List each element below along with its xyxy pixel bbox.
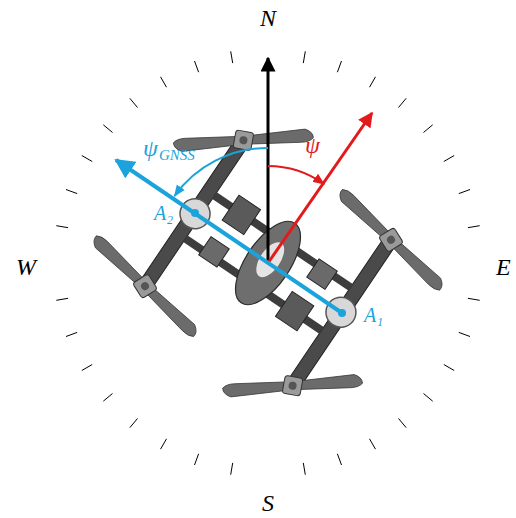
compass-tick bbox=[103, 394, 112, 402]
compass-tick bbox=[56, 226, 68, 228]
compass-tick bbox=[130, 419, 138, 428]
compass-tick bbox=[303, 51, 305, 63]
compass-tick bbox=[161, 439, 167, 449]
compass-tick bbox=[444, 156, 454, 162]
north-arrow bbox=[267, 58, 270, 263]
compass-tick bbox=[231, 463, 233, 475]
compass-ticks bbox=[56, 51, 479, 474]
gnss-baseline-arrow bbox=[116, 160, 342, 313]
heading-angle-arc bbox=[268, 166, 324, 184]
compass-tick bbox=[231, 51, 233, 63]
compass-tick bbox=[337, 454, 341, 465]
compass-east: E bbox=[496, 255, 511, 279]
compass-tick bbox=[444, 365, 454, 371]
drone bbox=[57, 59, 479, 468]
compass-south: S bbox=[262, 491, 274, 515]
antenna-label: A₁ bbox=[364, 305, 383, 325]
compass-tick bbox=[459, 332, 470, 336]
compass-tick bbox=[399, 419, 407, 428]
antenna-label: A₂ bbox=[154, 203, 173, 223]
compass-tick bbox=[424, 125, 433, 133]
compass-tick bbox=[130, 98, 138, 107]
compass-west: W bbox=[16, 255, 36, 279]
compass-tick bbox=[161, 77, 167, 87]
compass-tick bbox=[337, 61, 341, 72]
compass-tick bbox=[459, 190, 470, 194]
compass-tick bbox=[66, 332, 77, 336]
compass-tick bbox=[103, 125, 112, 133]
heading-symbol: ψ bbox=[305, 133, 320, 157]
compass-tick bbox=[195, 454, 199, 465]
compass-tick bbox=[195, 61, 199, 72]
compass-tick bbox=[370, 439, 376, 449]
compass-tick bbox=[82, 365, 92, 371]
gnss-subscript: GNSS bbox=[159, 148, 195, 163]
compass-tick bbox=[424, 394, 433, 402]
gnss-heading-symbol: ψ bbox=[143, 136, 158, 160]
compass-tick bbox=[66, 190, 77, 194]
compass-tick bbox=[468, 226, 480, 228]
compass-tick bbox=[303, 463, 305, 475]
compass-north: N bbox=[260, 6, 276, 30]
compass-tick bbox=[399, 98, 407, 107]
heading-arrow bbox=[268, 113, 372, 263]
compass-tick bbox=[370, 77, 376, 87]
compass-tick bbox=[82, 156, 92, 162]
compass-tick bbox=[56, 298, 68, 300]
compass-tick bbox=[468, 298, 480, 300]
